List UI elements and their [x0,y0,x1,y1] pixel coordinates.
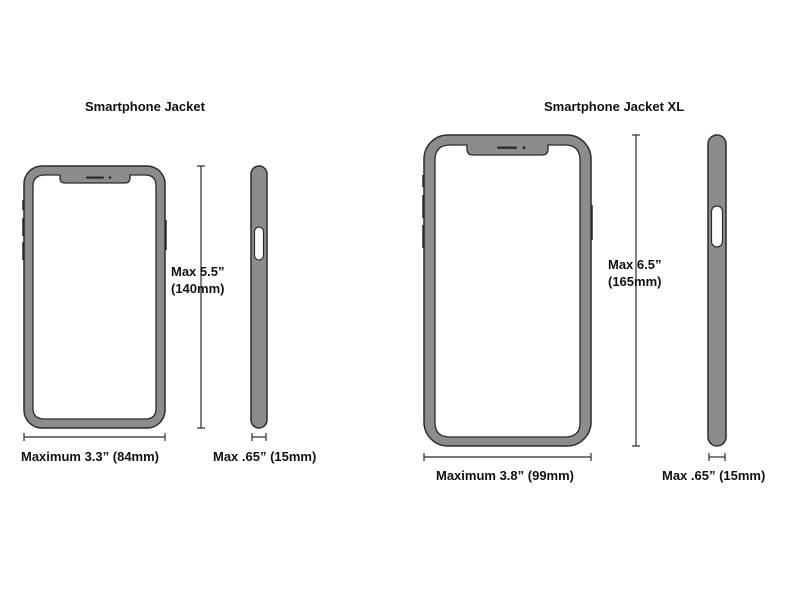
width-label: Maximum 3.8” (99mm) [436,468,574,483]
device-jacket-xl [422,134,727,461]
height-dimension-line [632,134,640,447]
height-value: Max 6.5” [608,257,662,272]
width-label: Maximum 3.3” (84mm) [21,449,159,464]
height-value: Max 5.5” [171,264,225,279]
device-title: Smartphone Jacket [85,99,205,114]
phone-side-frame [707,134,727,447]
depth-dimension-line [251,433,267,441]
height-label: Max 5.5” (140mm) [171,263,224,297]
phone-front-view [22,165,167,429]
width-dimension-line [23,433,166,441]
device-title: Smartphone Jacket XL [544,99,685,114]
phone-side-view [250,165,268,429]
height-dimension-line [197,165,205,429]
height-label: Max 6.5” (165mm) [608,256,661,290]
phone-side-frame [250,165,268,429]
depth-label: Max .65” (15mm) [213,449,317,464]
depth-label: Max .65” (15mm) [662,468,766,483]
speaker-grille [497,146,517,149]
depth-dimension-line [708,453,726,461]
phone-side-view [707,134,727,447]
front-camera [522,146,526,150]
speaker-grille [86,176,104,179]
side-button-slot [710,205,724,248]
phone-screen [32,174,157,420]
phone-front-view [422,134,593,447]
phone-screen [434,144,581,438]
width-dimension-line [423,453,592,461]
height-metric: (165mm) [608,274,662,289]
front-camera [108,176,112,179]
side-button-slot [253,226,265,261]
device-jacket [22,165,268,441]
height-metric: (140mm) [171,281,225,296]
